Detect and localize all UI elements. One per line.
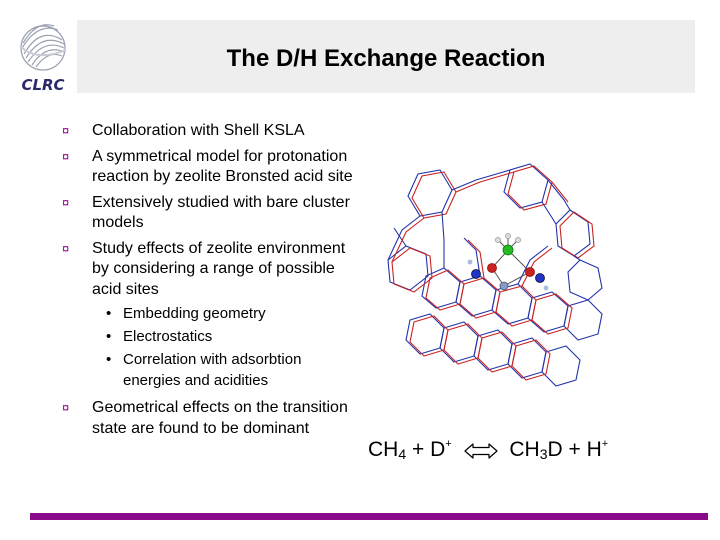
sub-bullet-text: Electrostatics: [123, 328, 213, 345]
sub-bullet-item: • Correlation with adsorbtion energies a…: [106, 350, 362, 391]
sub-bullet-marker-icon: •: [106, 328, 112, 345]
bullet-marker-icon: ¤: [62, 148, 70, 164]
bullet-item: ¤ Extensively studied with bare cluster …: [62, 193, 362, 234]
bullet-text: Study effects of zeolite environment by …: [92, 239, 346, 298]
double-headed-arrow-icon: [463, 443, 498, 459]
eq-sup-plus-2: +: [601, 438, 609, 450]
footer-divider: [30, 513, 708, 520]
slide-title: The D/H Exchange Reaction: [226, 45, 546, 72]
sub-bullet-text: Embedding geometry: [123, 305, 266, 322]
bullet-marker-icon: ¤: [62, 123, 70, 138]
bullet-marker-icon: ¤: [62, 400, 70, 415]
bullet-item: ¤ A symmetrical model for protonation re…: [62, 147, 362, 188]
sub-bullet-list: • Embedding geometry • Electrostatics • …: [106, 304, 362, 391]
bullet-marker-icon: ¤: [62, 240, 70, 256]
bullet-text: Collaboration with Shell KSLA: [92, 122, 305, 139]
reaction-equation: CH4 + D+ CH3D + H+: [368, 430, 608, 468]
eq-sub-4: 4: [398, 446, 407, 462]
sub-bullet-item: • Electrostatics: [106, 327, 362, 348]
clrc-logo-icon: [19, 24, 67, 71]
bullet-item: ¤ Geometrical effects on the transition …: [62, 398, 362, 439]
sub-bullet-marker-icon: •: [106, 305, 112, 322]
eq-d-plus-h: D + H: [547, 438, 602, 461]
sub-bullet-text: Correlation with adsorbtion energies and…: [123, 351, 302, 389]
bullet-text: A symmetrical model for protonation reac…: [92, 147, 353, 186]
logo-text: CLRC: [21, 76, 65, 94]
eq-sub-3: 3: [539, 446, 548, 462]
bullet-text: Geometrical effects on the transition st…: [92, 399, 348, 437]
bullet-text: Extensively studied with bare cluster mo…: [92, 193, 350, 232]
header-band: [77, 20, 695, 93]
eq-sup-plus-1: +: [445, 438, 452, 450]
bullet-item: ¤ Study effects of zeolite environment b…: [62, 239, 362, 301]
bullet-list: ¤ Collaboration with Shell KSLA ¤ A symm…: [62, 121, 362, 444]
bullet-marker-icon: ¤: [62, 194, 70, 210]
sub-bullet-marker-icon: •: [106, 351, 112, 368]
eq-ch3: CH: [509, 438, 540, 461]
eq-ch: CH: [368, 438, 399, 461]
bullet-item: ¤ Collaboration with Shell KSLA: [62, 121, 362, 142]
sub-bullet-item: • Embedding geometry: [106, 304, 362, 325]
eq-plus-d: + D: [411, 438, 446, 461]
zeolite-structure-image: [387, 163, 603, 387]
